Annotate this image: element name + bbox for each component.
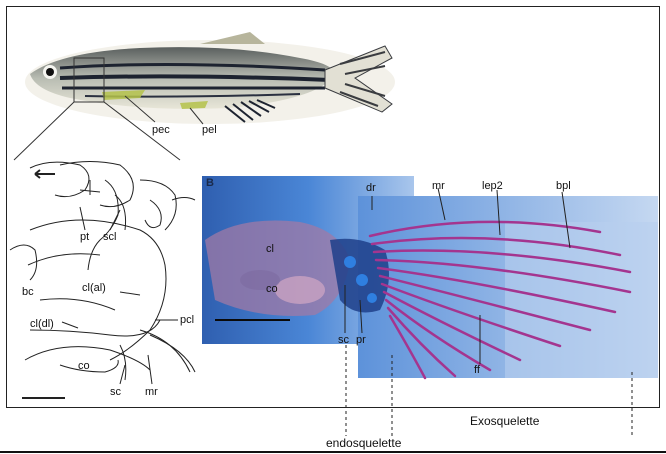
label-co-photo: co bbox=[266, 283, 278, 295]
label-lep2: lep2 bbox=[482, 180, 503, 192]
label-endosquelette: endosquelette bbox=[326, 436, 401, 450]
label-pt: pt bbox=[80, 231, 89, 243]
label-sc-photo: sc bbox=[338, 334, 349, 346]
label-exosquelette: Exosquelette bbox=[470, 414, 539, 428]
label-cl-photo: cl bbox=[266, 243, 274, 255]
label-sc: sc bbox=[110, 386, 121, 398]
label-pcl: pcl bbox=[180, 314, 194, 326]
label-cl-al: cl(al) bbox=[82, 282, 106, 294]
label-pr: pr bbox=[356, 334, 366, 346]
label-bc: bc bbox=[22, 286, 34, 298]
stained-fin-photo bbox=[202, 176, 658, 378]
zebrafish-photo bbox=[14, 32, 395, 160]
label-co: co bbox=[78, 360, 90, 372]
bottom-rule bbox=[0, 451, 666, 453]
label-scl: scl bbox=[103, 231, 116, 243]
label-dr: dr bbox=[366, 182, 376, 194]
girdle-line-drawing bbox=[10, 162, 195, 399]
label-mr-photo: mr bbox=[432, 180, 445, 192]
label-pel: pel bbox=[202, 124, 217, 136]
label-bpl: bpl bbox=[556, 180, 571, 192]
panel-letter: B bbox=[206, 177, 214, 189]
label-mr: mr bbox=[145, 386, 158, 398]
label-cl-dl: cl(dl) bbox=[30, 318, 54, 330]
label-pec: pec bbox=[152, 124, 170, 136]
label-ff: ff bbox=[474, 364, 480, 376]
